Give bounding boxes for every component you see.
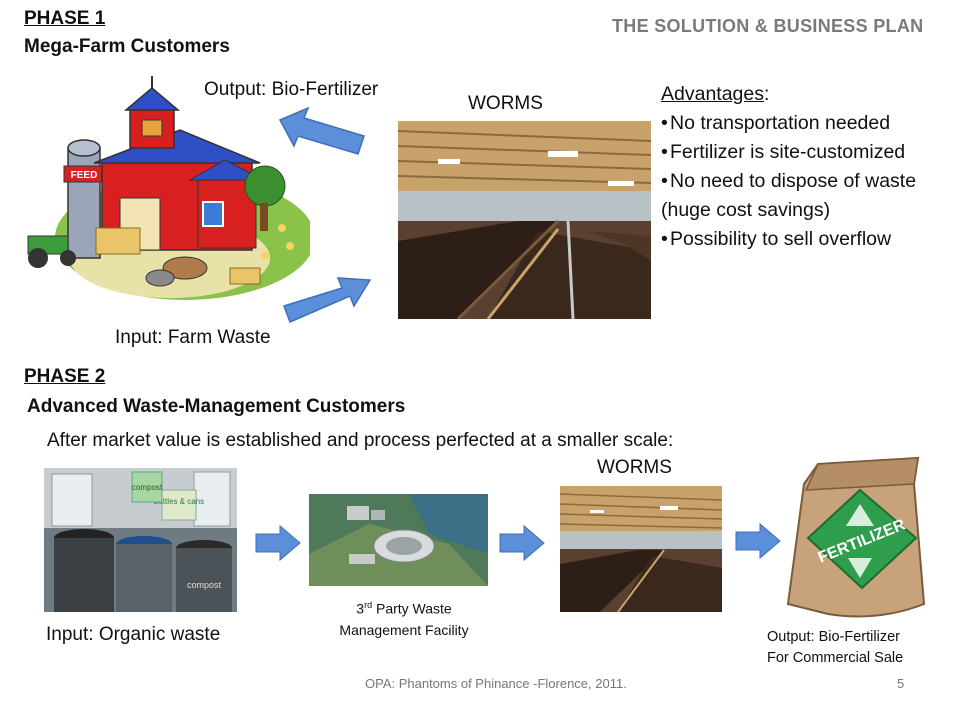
- phase2-intro: After market value is established and pr…: [47, 430, 674, 451]
- page-number: 5: [897, 676, 905, 691]
- waste-facility-photo: [309, 494, 488, 586]
- phase1-subtitle: Mega-Farm Customers: [24, 36, 230, 57]
- phase1-input-label: Input: Farm Waste: [115, 327, 271, 348]
- phase2-worms-label: WORMS: [597, 457, 672, 478]
- advantage-item: •No transportation needed: [661, 112, 891, 134]
- phase1-worms-label: WORMS: [468, 93, 543, 114]
- advantage-item: •No need to dispose of waste: [661, 170, 917, 192]
- farm-illustration: FEED: [27, 76, 310, 300]
- barn-sign-text: FEED: [71, 170, 98, 181]
- advantage-item-continuation: (huge cost savings): [661, 199, 831, 221]
- output-arrow-icon: [278, 106, 365, 155]
- flow-arrow-icon: [735, 522, 781, 560]
- flow-arrow-icon: [499, 524, 545, 562]
- phase2-label: PHASE 2: [24, 366, 106, 387]
- facility-label: 3rd Party Waste Management Facility: [339, 600, 469, 638]
- advantage-item: •Possibility to sell overflow: [661, 228, 892, 250]
- phase2-input-label: Input: Organic waste: [46, 624, 221, 645]
- bin-sign-text: compost: [132, 483, 163, 492]
- worm-farm-photo-small: [560, 486, 722, 612]
- advantage-item: •Fertilizer is site-customized: [661, 141, 906, 163]
- bin-sign-text: compost: [187, 580, 222, 590]
- footer-credit: OPA: Phantoms of Phinance -Florence, 201…: [365, 676, 627, 691]
- fertilizer-bag-illustration: FERTILIZER: [786, 456, 926, 618]
- slide-title: THE SOLUTION & BUSINESS PLAN: [612, 16, 924, 36]
- advantages-list: Advantages: •No transportation needed •F…: [661, 80, 956, 254]
- worm-farm-photo: [398, 121, 651, 319]
- phase1-label: PHASE 1: [24, 8, 106, 29]
- advantages-colon: :: [764, 83, 770, 105]
- input-arrow-icon: [283, 277, 372, 324]
- bin-sign-text: bottles & cans: [154, 497, 204, 506]
- advantages-title: Advantages: [661, 83, 764, 105]
- phase2-output-label: Output: Bio-Fertilizer For Commercial Sa…: [767, 629, 904, 666]
- flow-arrow-icon: [255, 524, 301, 562]
- phase1-output-label: Output: Bio-Fertilizer: [204, 79, 379, 100]
- recycling-bins-photo: bottles & cans compost compost: [44, 468, 237, 612]
- phase2-subtitle: Advanced Waste-Management Customers: [27, 396, 406, 417]
